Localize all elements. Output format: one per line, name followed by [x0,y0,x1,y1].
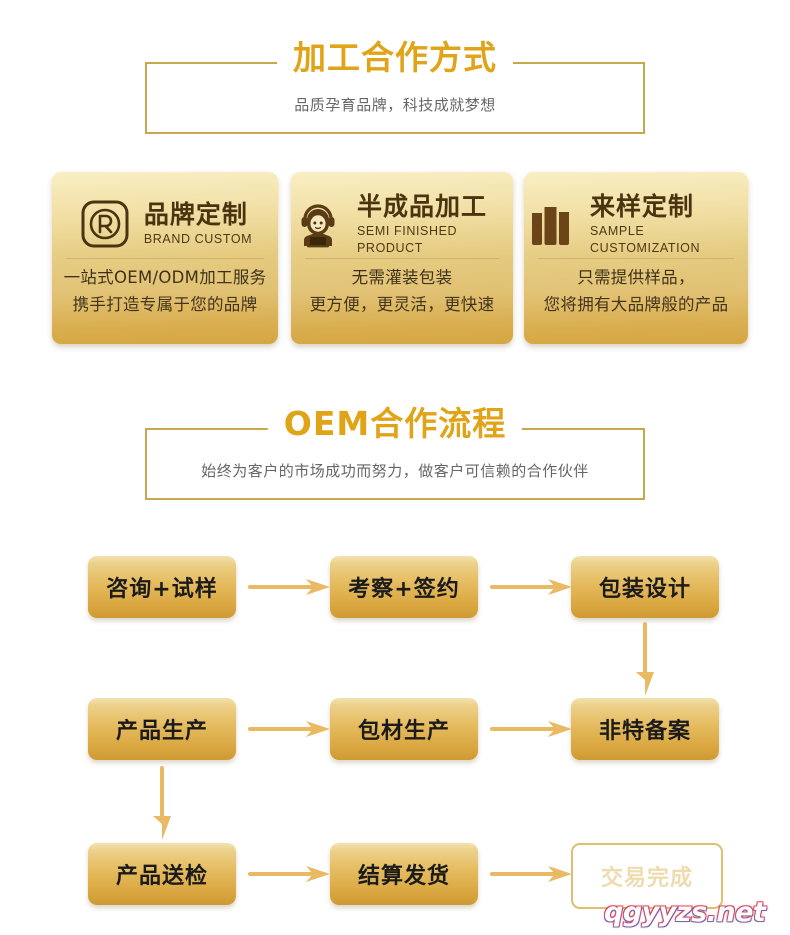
arrow-right-icon [248,864,340,884]
card-divider [305,258,499,259]
card-divider [66,258,264,259]
feature-card: 品牌定制 BRAND CUSTOM 一站式OEM/ODM加工服务 携手打造专属于… [52,172,278,344]
oem-flow-diagram: 咨询+试样 考察+签约 包装设计 产品生产 包材生产 非特备案 产品送检 结算发… [0,548,790,918]
card-title-cn: 半成品加工 [357,191,488,221]
section-subtitle: 品质孕育品牌，科技成就梦想 [294,96,496,114]
flow-step-label: 交易完成 [600,866,693,891]
registered-trademark-icon [78,197,132,251]
page-title: 加工合作方式 [293,38,497,77]
section-header-oem: OEM合作流程 始终为客户的市场成功而努力，做客户可信赖的合作伙伴 [145,404,645,500]
flow-step-production[interactable]: 产品生产 [88,698,236,760]
flow-step-packaging-material[interactable]: 包材生产 [330,698,478,760]
card-title-cn: 来样定制 [590,191,695,221]
card-description-line: 一站式OEM/ODM加工服务 [63,268,267,287]
cosmetic-tubes-icon [524,197,578,251]
arrow-right-icon [248,577,340,597]
feature-card: 来样定制 SAMPLE CUSTOMIZATION 只需提供样品， 您将拥有大品… [524,172,748,344]
card-description-line: 只需提供样品， [577,268,695,287]
page-title: OEM合作流程 [283,404,507,443]
card-description-line: 无需灌装包装 [351,268,453,287]
flow-step-label: 产品生产 [115,719,208,744]
card-description-line: 您将拥有大品牌般的产品 [543,295,729,314]
arrow-down-icon [152,766,172,844]
feature-card: 半成品加工 SEMI FINISHED PRODUCT 无需灌装包装 更方便，更… [291,172,513,344]
card-description-line: 携手打造专属于您的品牌 [72,295,258,314]
arrow-right-icon [490,864,582,884]
flow-step-package-design[interactable]: 包装设计 [571,556,719,618]
site-watermark: qgyyzs.net [604,897,766,928]
card-title-en: SEMI FINISHED PRODUCT [357,223,458,255]
flow-step-consult-sample[interactable]: 咨询+试样 [88,556,236,618]
card-description: 只需提供样品， 您将拥有大品牌般的产品 [532,264,740,318]
section-subtitle: 始终为客户的市场成功而努力，做客户可信赖的合作伙伴 [201,462,589,480]
arrow-down-icon [635,622,655,700]
flow-step-visit-contract[interactable]: 考察+签约 [330,556,478,618]
flow-step-transaction-complete[interactable]: 交易完成 [571,843,723,909]
card-description-line: 更方便，更灵活，更快速 [309,295,495,314]
headset-operator-icon [291,197,345,251]
card-title-en: BRAND CUSTOM [143,232,253,246]
arrow-right-icon [490,577,582,597]
flow-step-non-special-filing[interactable]: 非特备案 [571,698,719,760]
card-heading-row: 来样定制 SAMPLE CUSTOMIZATION [524,192,748,257]
card-divider [538,258,734,259]
flow-step-product-inspection[interactable]: 产品送检 [88,843,236,905]
flow-step-label: 咨询+试样 [106,577,218,602]
flow-step-label: 考察+签约 [348,577,460,602]
card-description: 无需灌装包装 更方便，更灵活，更快速 [299,264,505,318]
flow-step-label: 包装设计 [598,577,691,602]
section-title-wrap: OEM合作流程 [267,404,523,444]
section-header-processing: 加工合作方式 品质孕育品牌，科技成就梦想 [145,38,645,134]
flow-step-label: 产品送检 [115,864,208,889]
card-headings: 半成品加工 SEMI FINISHED PRODUCT [357,192,513,257]
card-headings: 品牌定制 BRAND CUSTOM [144,200,252,248]
flow-step-settlement-shipping[interactable]: 结算发货 [330,843,478,905]
card-headings: 来样定制 SAMPLE CUSTOMIZATION [590,192,748,257]
section-title-wrap: 加工合作方式 [277,38,513,78]
arrow-right-icon [490,719,582,739]
card-title-en: SAMPLE CUSTOMIZATION [590,223,701,255]
flow-step-label: 包材生产 [357,719,450,744]
flow-step-label: 非特备案 [598,719,691,744]
feature-card-list: 品牌定制 BRAND CUSTOM 一站式OEM/ODM加工服务 携手打造专属于… [0,172,790,348]
card-heading-row: 半成品加工 SEMI FINISHED PRODUCT [291,192,513,257]
flow-step-label: 结算发货 [357,864,450,889]
card-title-cn: 品牌定制 [143,200,248,229]
arrow-right-icon [248,719,340,739]
card-heading-row: 品牌定制 BRAND CUSTOM [52,194,278,254]
card-description: 一站式OEM/ODM加工服务 携手打造专属于您的品牌 [60,264,270,318]
